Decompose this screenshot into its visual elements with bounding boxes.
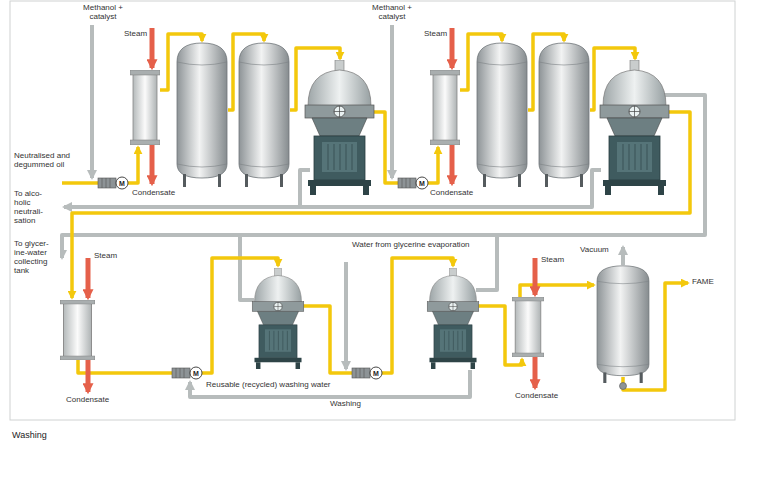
outlet-label: To alco-holic neutrali-sation (14, 190, 58, 226)
feed-label: Methanol + catalyst (367, 4, 417, 22)
condensate-label: Condensate (430, 189, 473, 198)
motor-label: M (119, 180, 125, 187)
steam-label: Steam (424, 30, 447, 39)
steam-label: Steam (124, 30, 147, 39)
vacuum-label: Vacuum (580, 246, 609, 255)
condensate-label: Condensate (66, 396, 109, 405)
outlet-label: To glycer-ine-water collecting tank (14, 240, 60, 276)
feed-label: Neutralised and degummed oil (14, 152, 86, 170)
feed-label: Methanol + catalyst (78, 4, 128, 22)
condensate-label: Condensate (515, 392, 558, 401)
motor-label: M (373, 370, 379, 377)
feed-label: Water from glycerine evaporation (352, 241, 470, 250)
motor-label: M (193, 370, 199, 377)
flow-label: Washing (330, 400, 361, 409)
flow-label: Reusable (recycled) washing water (206, 381, 331, 390)
product-label: FAME (692, 278, 714, 287)
steam-label: Steam (541, 256, 564, 265)
condensate-label: Condensate (132, 189, 175, 198)
caption: Washing (12, 430, 47, 440)
motor-label: M (419, 180, 425, 187)
steam-label: Steam (94, 252, 117, 261)
